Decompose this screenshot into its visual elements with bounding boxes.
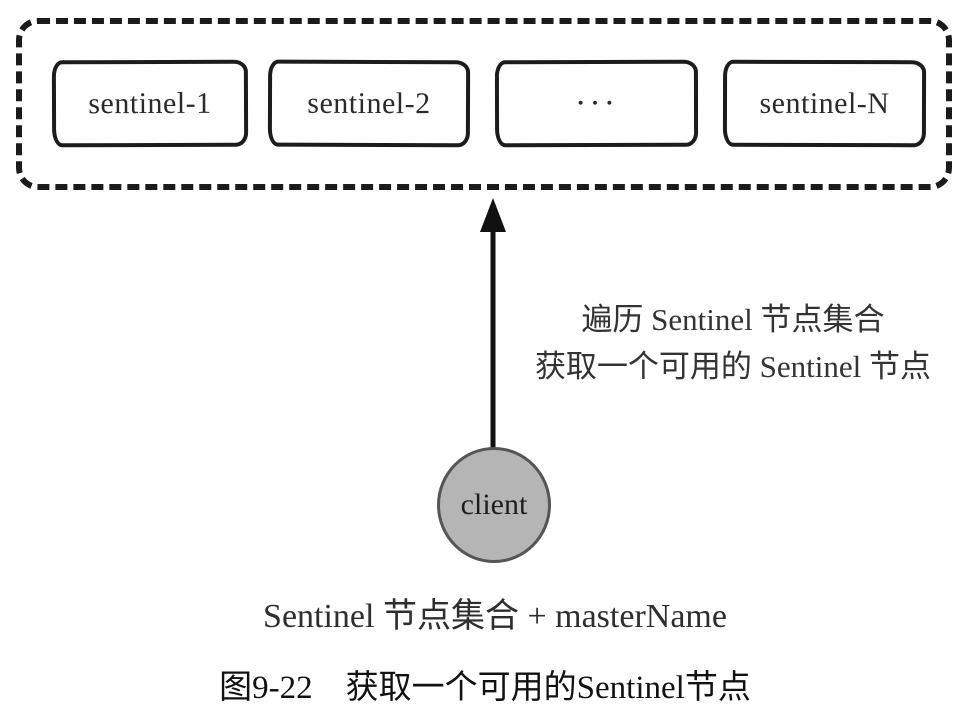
- sentinel-node-ellipsis-label: ···: [574, 84, 619, 122]
- sentinel-node-2: sentinel-2: [267, 59, 471, 148]
- sentinel-node-1: sentinel-1: [51, 59, 249, 148]
- sentinel-node-n: sentinel-N: [722, 59, 927, 148]
- sentinel-cluster-container: [16, 18, 952, 190]
- figure-caption: 图9-22 获取一个可用的Sentinel节点: [219, 670, 751, 706]
- client-node: client: [437, 447, 551, 563]
- sentinel-node-ellipsis: ···: [494, 59, 699, 148]
- client-node-label: client: [460, 488, 528, 521]
- arrow-annotation: 遍历 Sentinel 节点集合 获取一个可用的 Sentinel 节点: [498, 296, 968, 390]
- arrow-annotation-line1: 遍历 Sentinel 节点集合: [581, 302, 885, 337]
- arrow-up-icon: [480, 198, 506, 448]
- client-caption: Sentinel 节点集合 + masterName: [263, 598, 727, 635]
- sentinel-node-n-label: sentinel-N: [759, 86, 890, 120]
- sentinel-node-2-label: sentinel-2: [307, 86, 431, 120]
- sentinel-node-1-label: sentinel-1: [88, 86, 212, 120]
- arrow-annotation-line2: 获取一个可用的 Sentinel 节点: [534, 349, 932, 384]
